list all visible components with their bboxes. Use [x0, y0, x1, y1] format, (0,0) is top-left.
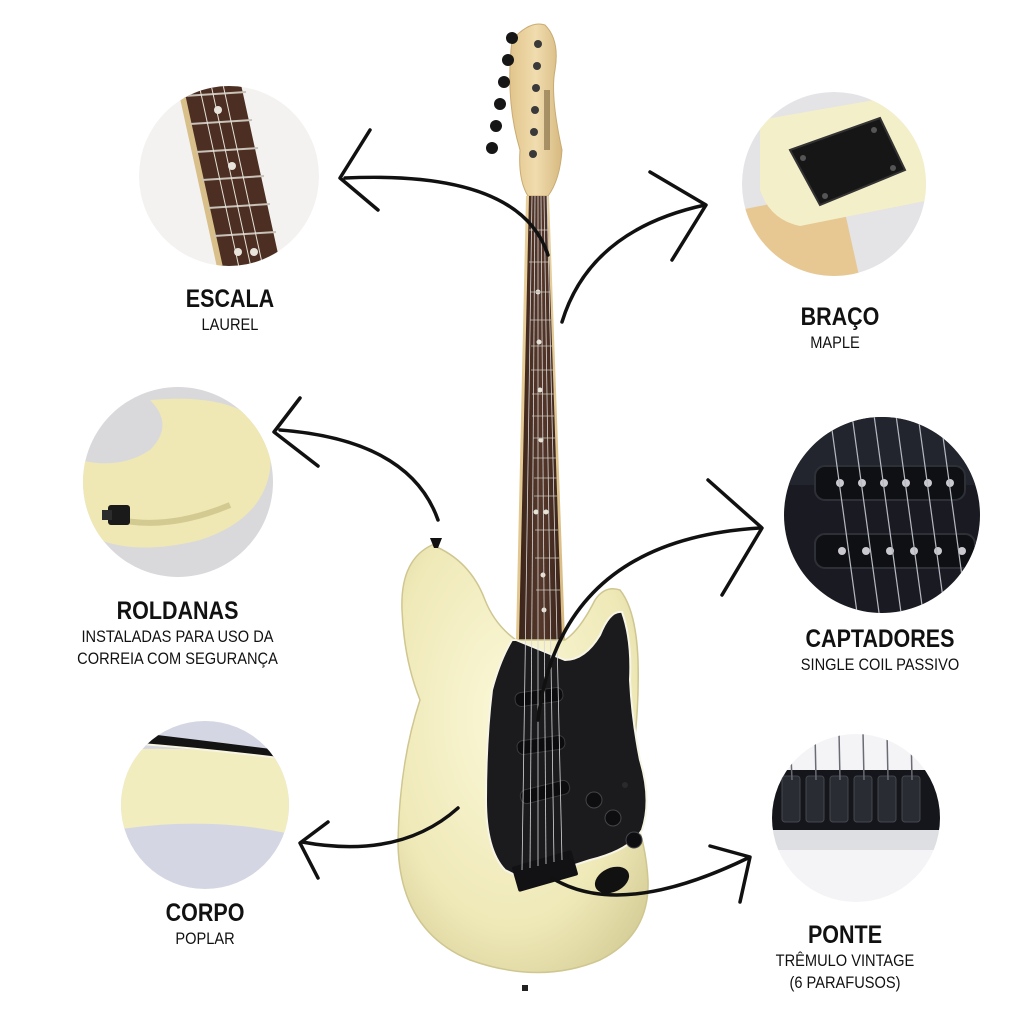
feature-title: BRAÇO — [800, 303, 880, 331]
body-detail-photo — [121, 721, 289, 889]
feature-title: CAPTADORES — [805, 625, 955, 653]
feature-subtitle: CORREIA COM SEGURANÇA — [77, 649, 278, 668]
arrow-ponte — [550, 856, 750, 897]
callout-arrows — [272, 128, 764, 904]
guitar-output-jack — [594, 866, 630, 894]
guitar-bridge — [512, 850, 578, 892]
feature-subtitle: POPLAR — [175, 929, 235, 948]
feature-label-braco: BRAÇO MAPLE — [740, 302, 940, 354]
feature-title: PONTE — [807, 921, 883, 949]
strap-button-detail-photo — [83, 387, 273, 577]
guitar — [397, 23, 649, 991]
guitar-knobs — [585, 791, 643, 849]
feature-subtitle: SINGLE COIL PASSIVO — [800, 655, 960, 674]
fretboard-detail-photo — [139, 86, 319, 266]
feature-subtitle: LAUREL — [201, 315, 259, 334]
feature-title: ESCALA — [185, 285, 275, 313]
feature-label-escala: ESCALA LAUREL — [130, 284, 330, 336]
guitar-fretboard — [519, 196, 562, 640]
feature-title: ROLDANAS — [116, 597, 239, 625]
feature-subtitle: (6 PARAFUSOS) — [789, 973, 901, 992]
guitar-pickups — [514, 687, 571, 805]
bridge-detail-photo — [772, 734, 940, 902]
feature-label-captadores: CAPTADORES SINGLE COIL PASSIVO — [760, 624, 1000, 676]
arrow-roldanas — [278, 428, 440, 522]
arrow-braco — [560, 203, 707, 324]
feature-subtitle: INSTALADAS PARA USO DA — [81, 627, 274, 646]
neck-plate-detail-photo — [742, 92, 926, 276]
guitar-strap-button — [430, 538, 442, 548]
arrow-captadores — [536, 526, 762, 722]
tuning-pegs — [486, 32, 518, 154]
feature-title: CORPO — [165, 899, 245, 927]
feature-subtitle: TRÊMULO VINTAGE — [775, 951, 915, 970]
arrow-corpo — [300, 806, 460, 849]
feature-label-roldanas: ROLDANAS INSTALADAS PARA USO DA CORREIA … — [40, 596, 315, 670]
feature-label-corpo: CORPO POPLAR — [105, 898, 305, 950]
pickups-detail-photo — [784, 417, 980, 613]
feature-label-ponte: PONTE TRÊMULO VINTAGE (6 PARAFUSOS) — [730, 920, 960, 994]
guitar-strings — [521, 195, 563, 871]
arrow-escala — [343, 175, 550, 257]
feature-subtitle: MAPLE — [810, 333, 860, 352]
